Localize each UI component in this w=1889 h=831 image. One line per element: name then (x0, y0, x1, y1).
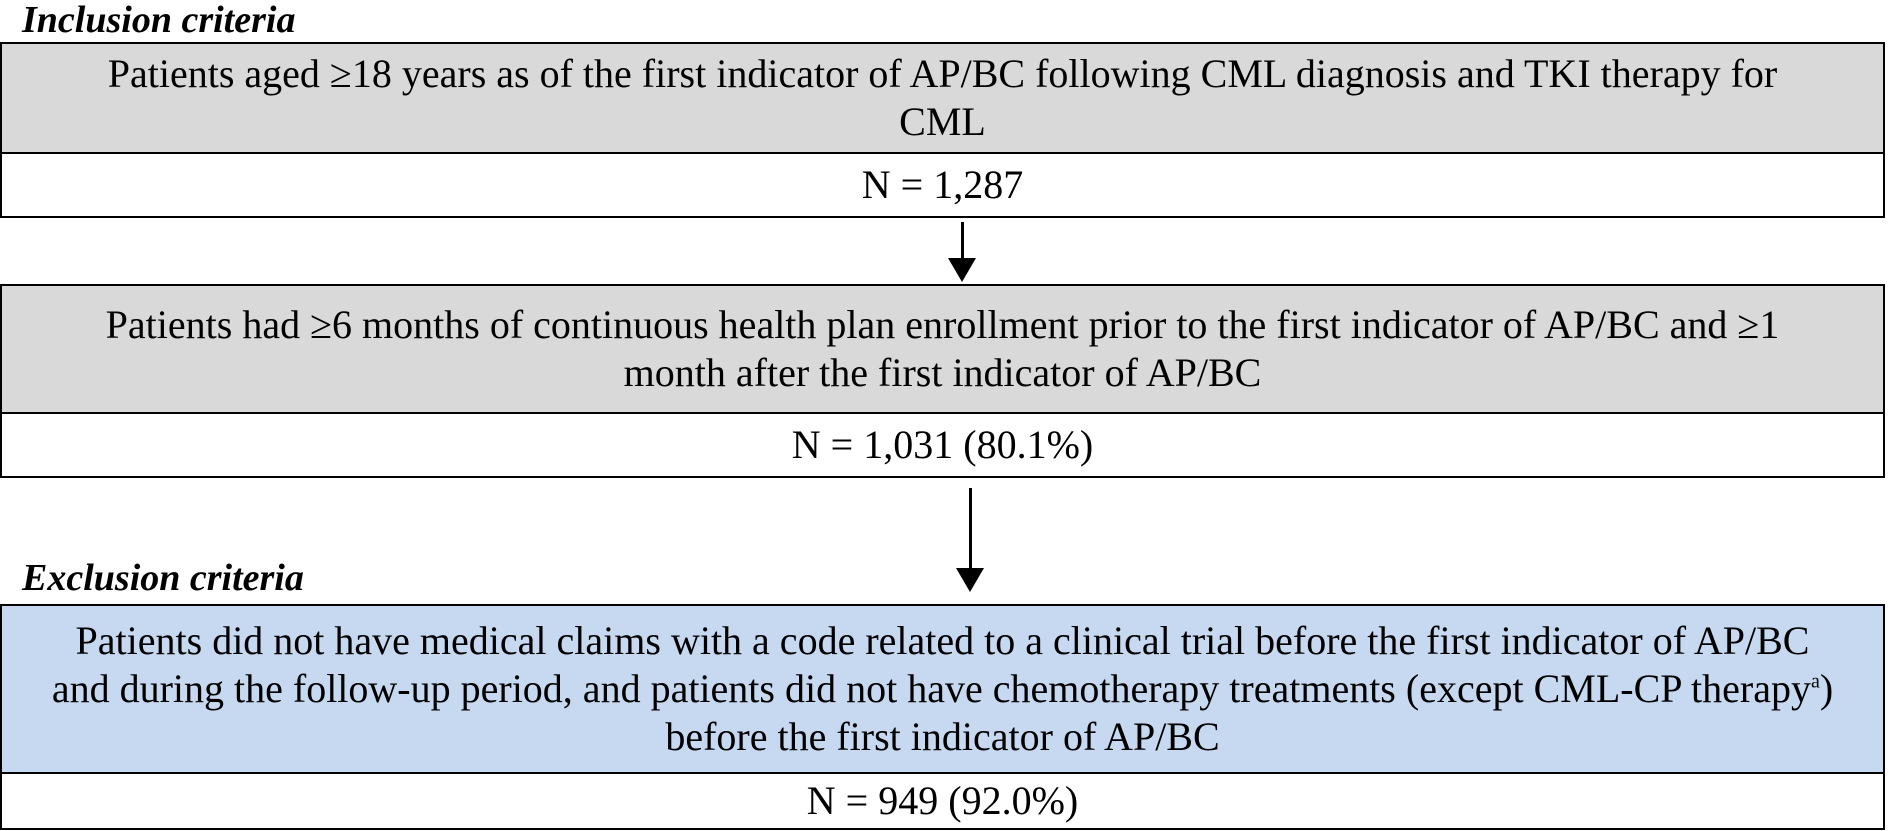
inclusion-criteria-label: Inclusion criteria (22, 0, 296, 41)
exclusion-criterion-main: Patients did not have medical claims wit… (51, 618, 1811, 711)
inclusion-step-1-criterion-box: Patients aged ≥18 years as of the first … (0, 42, 1885, 154)
exclusion-criterion-box: Patients did not have medical claims wit… (0, 604, 1885, 774)
exclusion-count: N = 949 (92.0%) (806, 778, 1079, 823)
inclusion-step-1-count: N = 1,287 (861, 162, 1024, 207)
footnote-marker-a: a (1810, 670, 1820, 693)
inclusion-step-2-criterion-text: Patients had ≥6 months of continuous hea… (105, 302, 1780, 395)
inclusion-step-2-count-box: N = 1,031 (80.1%) (0, 412, 1885, 478)
inclusion-step-2-criterion-box: Patients had ≥6 months of continuous hea… (0, 284, 1885, 414)
inclusion-step-1-criterion-text: Patients aged ≥18 years as of the first … (107, 51, 1778, 144)
inclusion-step-2-count: N = 1,031 (80.1%) (791, 422, 1094, 467)
exclusion-criterion-text: Patients did not have medical claims wit… (42, 617, 1843, 761)
exclusion-criterion-tail: ) before the first indicator of AP/BC (665, 666, 1834, 759)
exclusion-count-box: N = 949 (92.0%) (0, 772, 1885, 830)
exclusion-criteria-label: Exclusion criteria (22, 557, 304, 599)
inclusion-step-1-count-box: N = 1,287 (0, 152, 1885, 218)
